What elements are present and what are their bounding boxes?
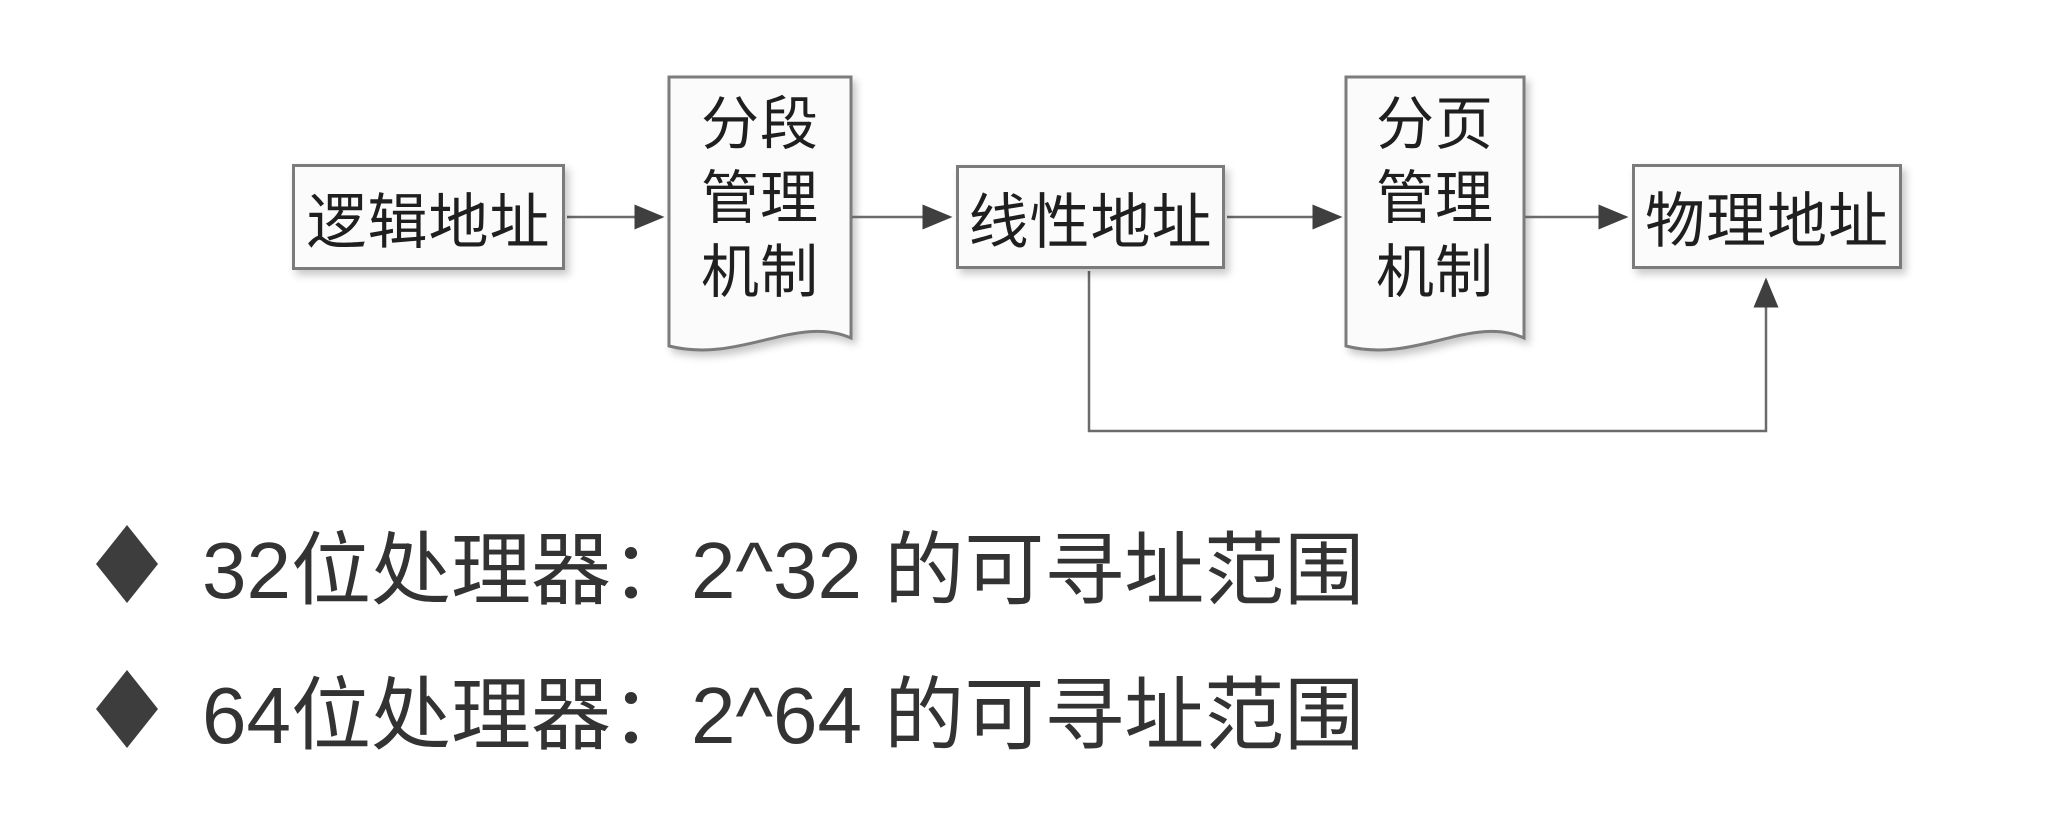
segmentation-label-line-2: 管理 — [700, 166, 819, 231]
segmentation-document-shape — [667, 75, 853, 352]
diagram-connectors — [567, 75, 1779, 433]
bullet-text-32bit: 32位处理器：2^32 的可寻址范围 — [202, 526, 1365, 615]
segmentation-label-line-1: 分段 — [700, 92, 819, 157]
paging-label-line-2: 管理 — [1375, 166, 1494, 231]
diamond-bullet-icon — [96, 670, 158, 748]
node-linear-address: 线性地址 — [956, 165, 1225, 269]
node-physical-address: 物理地址 — [1632, 164, 1902, 269]
diamond-bullet-icon — [96, 525, 158, 603]
bullet-item-32bit: 32位处理器：2^32 的可寻址范围 — [96, 506, 1364, 622]
bullet-text-64bit: 64位处理器：2^64 的可寻址范围 — [202, 671, 1365, 760]
paging-label-line-1: 分页 — [1375, 92, 1494, 157]
node-paging-mechanism-label: 分页 管理 机制 — [1346, 88, 1524, 310]
node-segmentation-mechanism-label: 分段 管理 机制 — [669, 88, 851, 310]
paging-document-shape — [1344, 75, 1526, 352]
segmentation-label-line-3: 机制 — [700, 240, 819, 305]
arrow-linear-to-physical-bypass — [1087, 271, 1779, 433]
paging-label-line-3: 机制 — [1375, 240, 1494, 305]
node-logical-address: 逻辑地址 — [292, 164, 565, 270]
bullet-item-64bit: 64位处理器：2^64 的可寻址范围 — [96, 651, 1364, 767]
